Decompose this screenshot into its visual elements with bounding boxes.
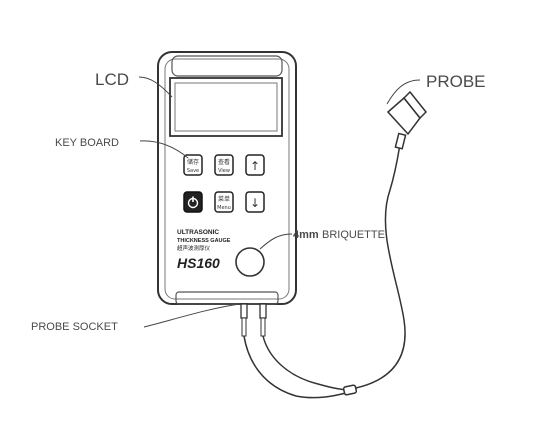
- device-text-line1: ULTRASONIC: [177, 229, 219, 236]
- briquette-label: BRIQUETTE: [322, 229, 385, 241]
- leader-lines: [138, 76, 421, 328]
- keypad: 储存 Save 查看 View ↑ 菜单 Menu ↓: [183, 154, 265, 213]
- menu-key-label-cn: 菜单: [218, 195, 230, 203]
- up-key[interactable]: ↑: [245, 154, 265, 176]
- gauge-body: [157, 51, 297, 305]
- lcd-screen: [169, 77, 283, 137]
- device-branding: ULTRASONIC THICKNESS GAUGE 超声波测厚仪 HS160: [177, 229, 231, 271]
- view-key-label: View: [218, 168, 230, 174]
- up-arrow-icon: ↑: [250, 159, 260, 173]
- save-key-label-cn: 储存: [187, 158, 199, 166]
- menu-key[interactable]: 菜单 Menu: [214, 191, 234, 213]
- down-arrow-icon: ↓: [250, 196, 260, 210]
- view-key-label-cn: 查看: [218, 158, 230, 166]
- lcd-label: LCD: [95, 70, 129, 89]
- power-key[interactable]: [183, 191, 203, 213]
- model-name: HS160: [177, 255, 220, 271]
- down-key[interactable]: ↓: [245, 191, 265, 213]
- save-key-label: Save: [187, 168, 199, 174]
- device-text-line2: THICKNESS GAUGE: [177, 238, 231, 244]
- view-key[interactable]: 查看 View: [214, 154, 234, 176]
- probe-sockets: [240, 303, 267, 337]
- keyboard-label: KEY BOARD: [55, 137, 119, 149]
- probe-cable: [243, 143, 406, 399]
- briquette-disk: [235, 247, 265, 277]
- probe-head: [386, 90, 428, 150]
- save-key[interactable]: 储存 Save: [183, 154, 203, 176]
- menu-key-label: Menu: [217, 205, 231, 211]
- device-text-line3: 超声波测厚仪: [177, 244, 211, 252]
- briquette-size-label: 4mm: [293, 229, 319, 241]
- probe-label: PROBE: [426, 72, 486, 91]
- probe-socket-label: PROBE SOCKET: [31, 321, 118, 333]
